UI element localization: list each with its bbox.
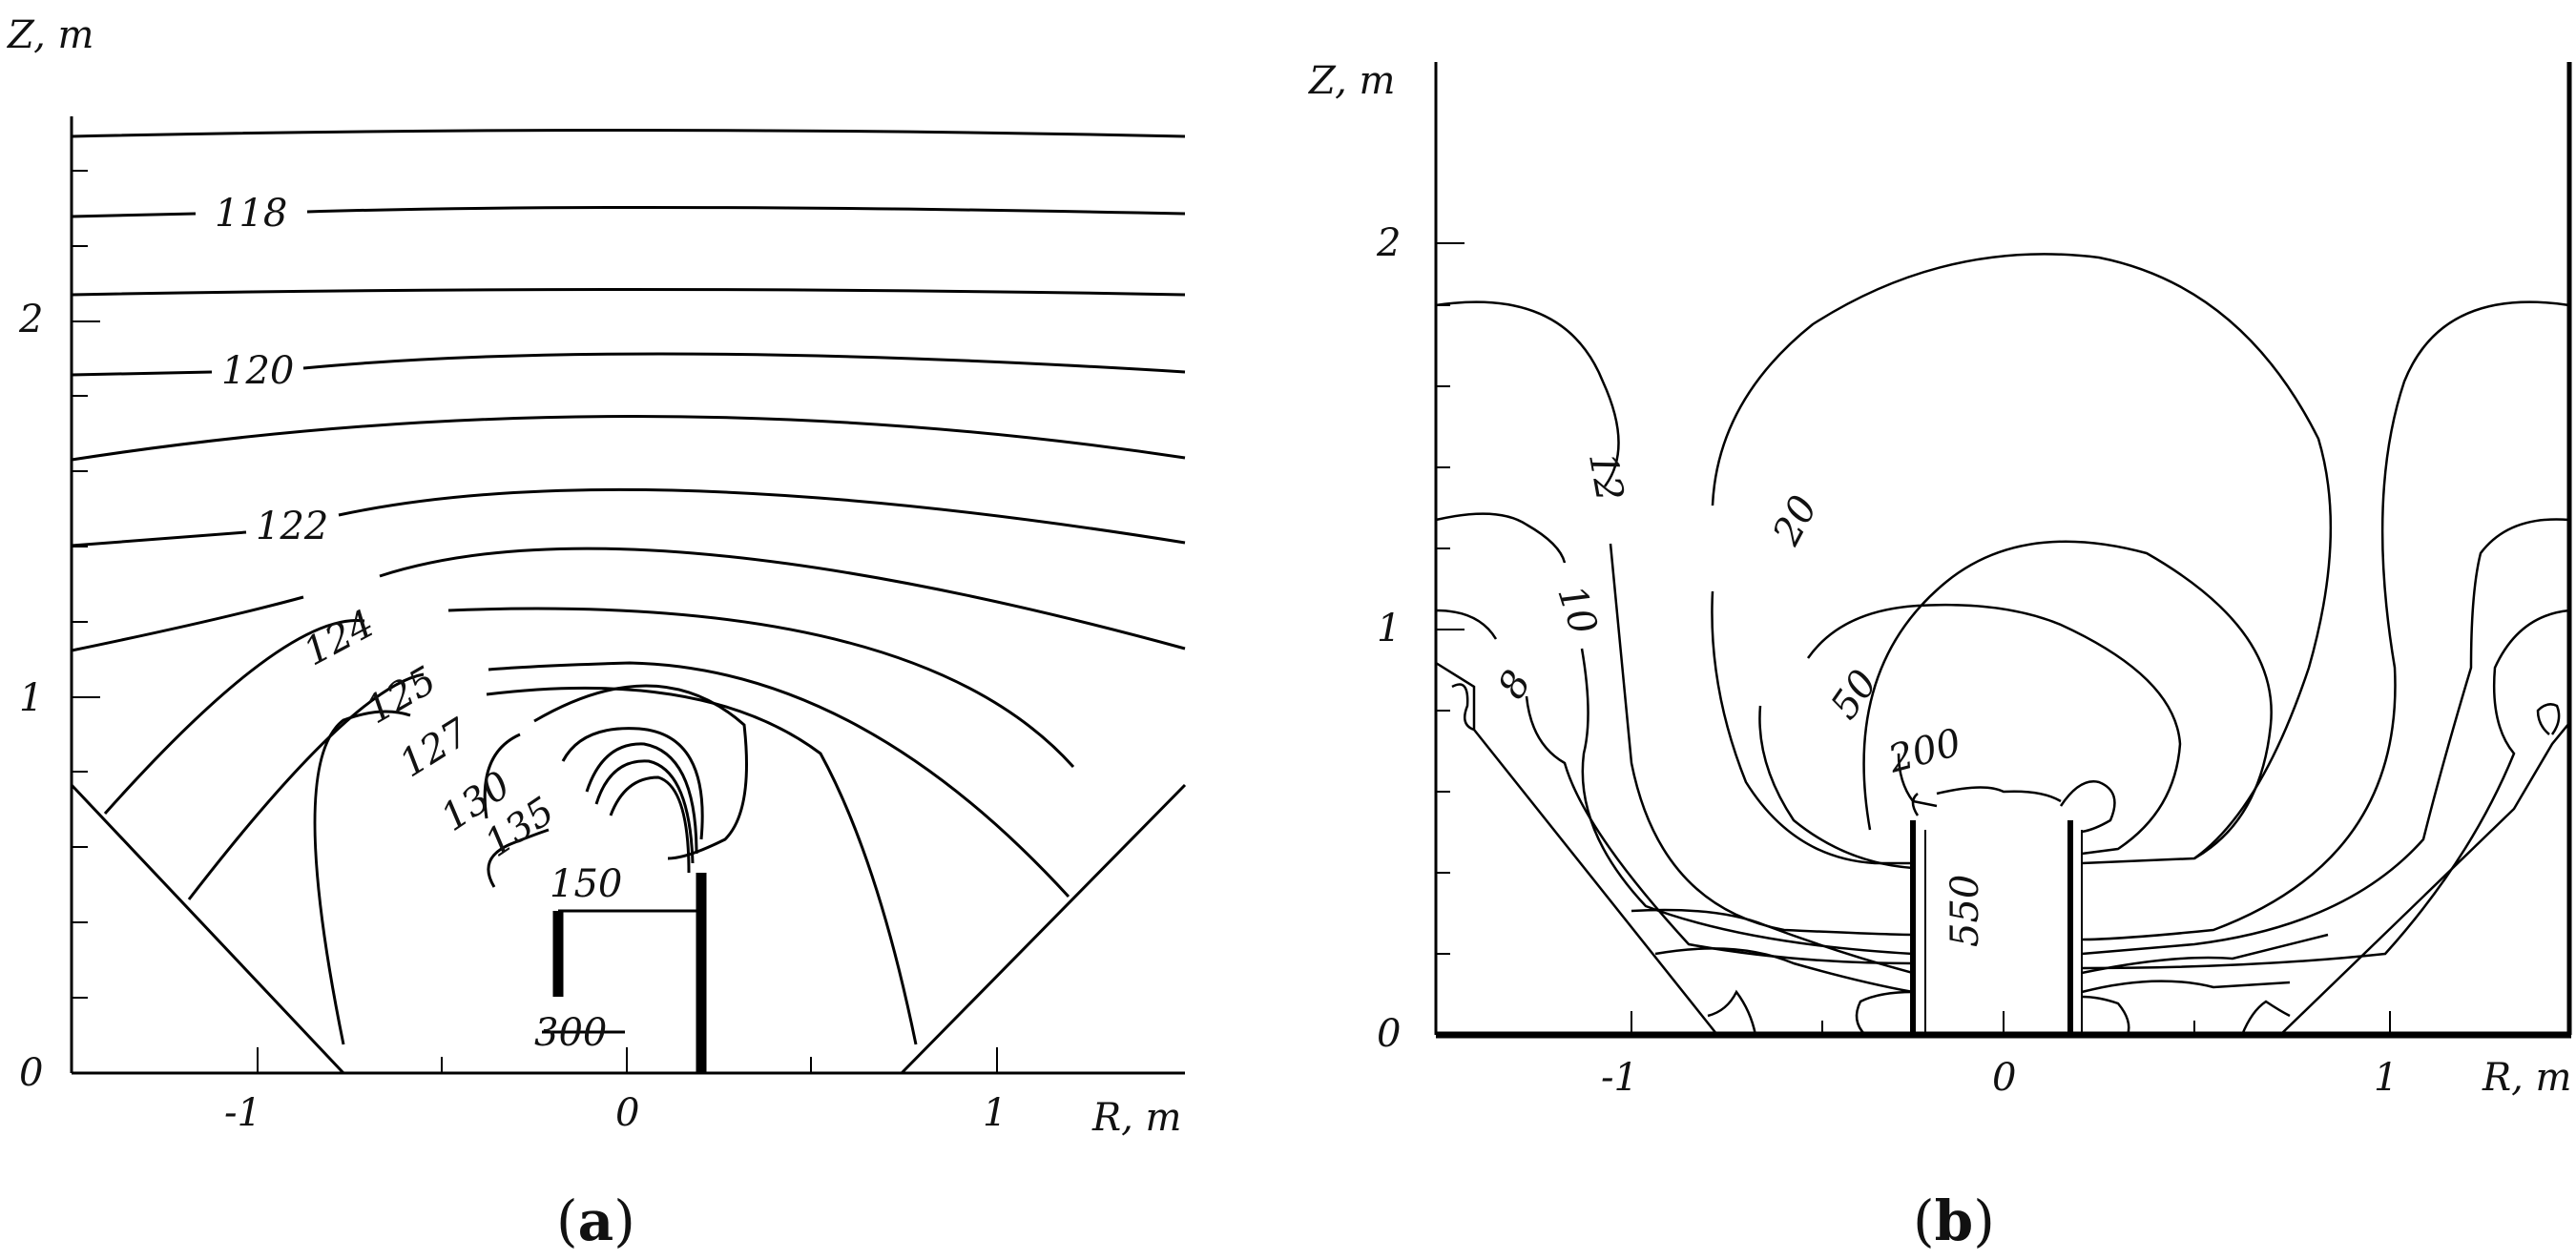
panel-b-x-axis-title: R, m bbox=[2482, 1056, 2571, 1100]
panel-b-contour-plot: 0 1 2 -1 0 1 Z, m R, m bbox=[1307, 59, 2572, 1253]
panel-a-geometry bbox=[70, 783, 1187, 1075]
panel-b-contour-labels: 12 20 10 8 50 200 550 bbox=[1489, 449, 1987, 947]
panel-b-label-8: 8 bbox=[1489, 663, 1540, 706]
panel-a-label-120: 120 bbox=[221, 349, 294, 393]
panel-a-x-ticks bbox=[257, 1047, 998, 1073]
panel-b-y-axis-title: Z, m bbox=[1307, 59, 1395, 103]
panel-b-y-tick-1: 1 bbox=[1377, 607, 1401, 651]
panel-a-label-125: 125 bbox=[359, 658, 444, 733]
panel-b-geometry bbox=[1435, 661, 2570, 1036]
panel-b-label-12: 12 bbox=[1580, 449, 1631, 505]
panel-a-label-150: 150 bbox=[550, 862, 622, 906]
panel-a-contour-labels: 118 120 122 124 125 127 130 135 150 300 bbox=[215, 192, 622, 1055]
panel-b-x-ticks bbox=[1631, 1011, 2391, 1035]
panel-b-caption: (b) bbox=[1913, 1188, 1995, 1253]
panel-a-inner-contours bbox=[103, 607, 1075, 1045]
panel-b-contour-lines bbox=[1435, 253, 2570, 1036]
panel-b-label-200: 200 bbox=[1883, 720, 1966, 781]
panel-a-y-ticks bbox=[72, 170, 100, 1074]
panel-b-y-tick-2: 2 bbox=[1376, 221, 1401, 265]
panel-b-label-50: 50 bbox=[1822, 662, 1886, 727]
panel-a-y-tick-0: 0 bbox=[19, 1051, 43, 1095]
panel-a-contour-plot: 0 1 2 -1 0 1 Z, m R, m bbox=[6, 13, 1187, 1253]
panel-a-y-tick-2: 2 bbox=[18, 298, 43, 341]
panel-b-x-tick-0: 0 bbox=[1992, 1056, 2016, 1100]
panel-a-label-300: 300 bbox=[534, 1011, 607, 1055]
panel-a-label-127: 127 bbox=[392, 710, 478, 786]
panel-a-x-tick-0: 0 bbox=[615, 1091, 639, 1135]
panel-a-label-118: 118 bbox=[215, 192, 287, 236]
panel-b-y-tick-0: 0 bbox=[1377, 1012, 1401, 1056]
panel-b-x-tick-neg1: -1 bbox=[1601, 1056, 1638, 1100]
panel-b-x-tick-1: 1 bbox=[2374, 1056, 2398, 1100]
panel-a-contour-lines bbox=[71, 129, 1186, 652]
panel-a-y-axis-title: Z, m bbox=[6, 13, 93, 57]
panel-a-label-122: 122 bbox=[256, 505, 328, 548]
panel-a-label-124: 124 bbox=[297, 602, 382, 674]
panel-a-x-tick-neg1: -1 bbox=[224, 1091, 261, 1135]
panel-a-x-axis-title: R, m bbox=[1091, 1096, 1181, 1140]
panel-a-x-tick-1: 1 bbox=[983, 1091, 1007, 1135]
panel-b-y-ticks bbox=[1436, 242, 1465, 1036]
panel-b-label-20: 20 bbox=[1764, 488, 1826, 552]
panel-a-y-tick-1: 1 bbox=[19, 676, 43, 720]
panel-b-label-550: 550 bbox=[1943, 875, 1987, 947]
panel-a-caption: (a) bbox=[556, 1188, 635, 1253]
panel-b-label-10: 10 bbox=[1548, 580, 1605, 640]
